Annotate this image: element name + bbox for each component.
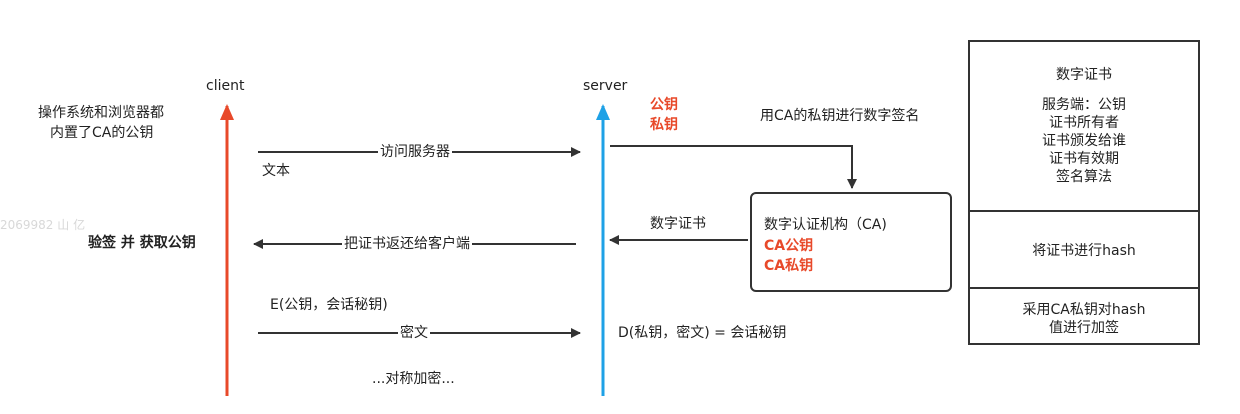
spacer <box>970 84 1198 96</box>
certificate-title: 数字证书 <box>1056 67 1112 83</box>
plain-text-label: 文本 <box>262 163 290 179</box>
visit-server-label: 访问服务器 <box>378 144 452 161</box>
certificate-hash-section: 将证书进行hash <box>970 212 1198 289</box>
ca-authority-box: 数字认证机构（CA) CA公钥 CA私钥 <box>750 192 952 292</box>
client-lifeline-arrowhead <box>220 104 234 120</box>
decrypt-session-key-label: D(私钥，密文) = 会话秘钥 <box>618 325 787 341</box>
digital-cert-label: 数字证书 <box>650 216 706 232</box>
return-cert-label: 把证书返还给客户端 <box>342 236 472 253</box>
sign-step-line1: 采用CA私钥对hash <box>1022 302 1146 318</box>
symmetric-encryption-label: ...对称加密... <box>372 371 455 387</box>
client-label: client <box>206 78 245 94</box>
cert-field-sign-algorithm: 签名算法 <box>1056 169 1112 185</box>
verify-and-get-key-label: 验签 并 获取公钥 <box>88 235 196 251</box>
server-public-key: 公钥 <box>650 97 678 113</box>
hash-step-label: 将证书进行hash <box>1032 243 1136 259</box>
encrypt-session-key-label: E(公钥，会话秘钥) <box>270 297 388 313</box>
sign-step-line2: 值进行加签 <box>1049 320 1119 336</box>
cert-field-issued-to: 证书颁发给谁 <box>1042 133 1126 149</box>
server-lifeline-arrowhead <box>596 104 610 120</box>
ciphertext-label: 密文 <box>398 325 430 342</box>
cert-field-server-key: 服务端：公钥 <box>1042 97 1126 113</box>
watermark: 2069982 山 亿 <box>0 218 86 232</box>
server-label: server <box>583 78 628 94</box>
server-private-key: 私钥 <box>650 117 678 133</box>
cert-field-owner: 证书所有者 <box>1049 115 1119 131</box>
sign-arrow <box>610 145 857 189</box>
certificate-contents-section: 数字证书 服务端：公钥 证书所有者 证书颁发给谁 证书有效期 签名算法 <box>970 42 1198 212</box>
cert-field-validity: 证书有效期 <box>1049 151 1119 167</box>
client-note-line2: 内置了CA的公钥 <box>50 125 154 141</box>
sign-with-ca-label: 用CA的私钥进行数字签名 <box>760 108 920 124</box>
client-note-line1: 操作系统和浏览器都 <box>38 105 164 121</box>
ca-box-title: 数字认证机构（CA) <box>764 217 887 233</box>
certificate-box: 数字证书 服务端：公钥 证书所有者 证书颁发给谁 证书有效期 签名算法 将证书进… <box>968 40 1200 345</box>
ca-private-key: CA私钥 <box>764 258 814 274</box>
certificate-sign-section: 采用CA私钥对hash 值进行加签 <box>970 289 1198 345</box>
ca-public-key: CA公钥 <box>764 238 814 254</box>
